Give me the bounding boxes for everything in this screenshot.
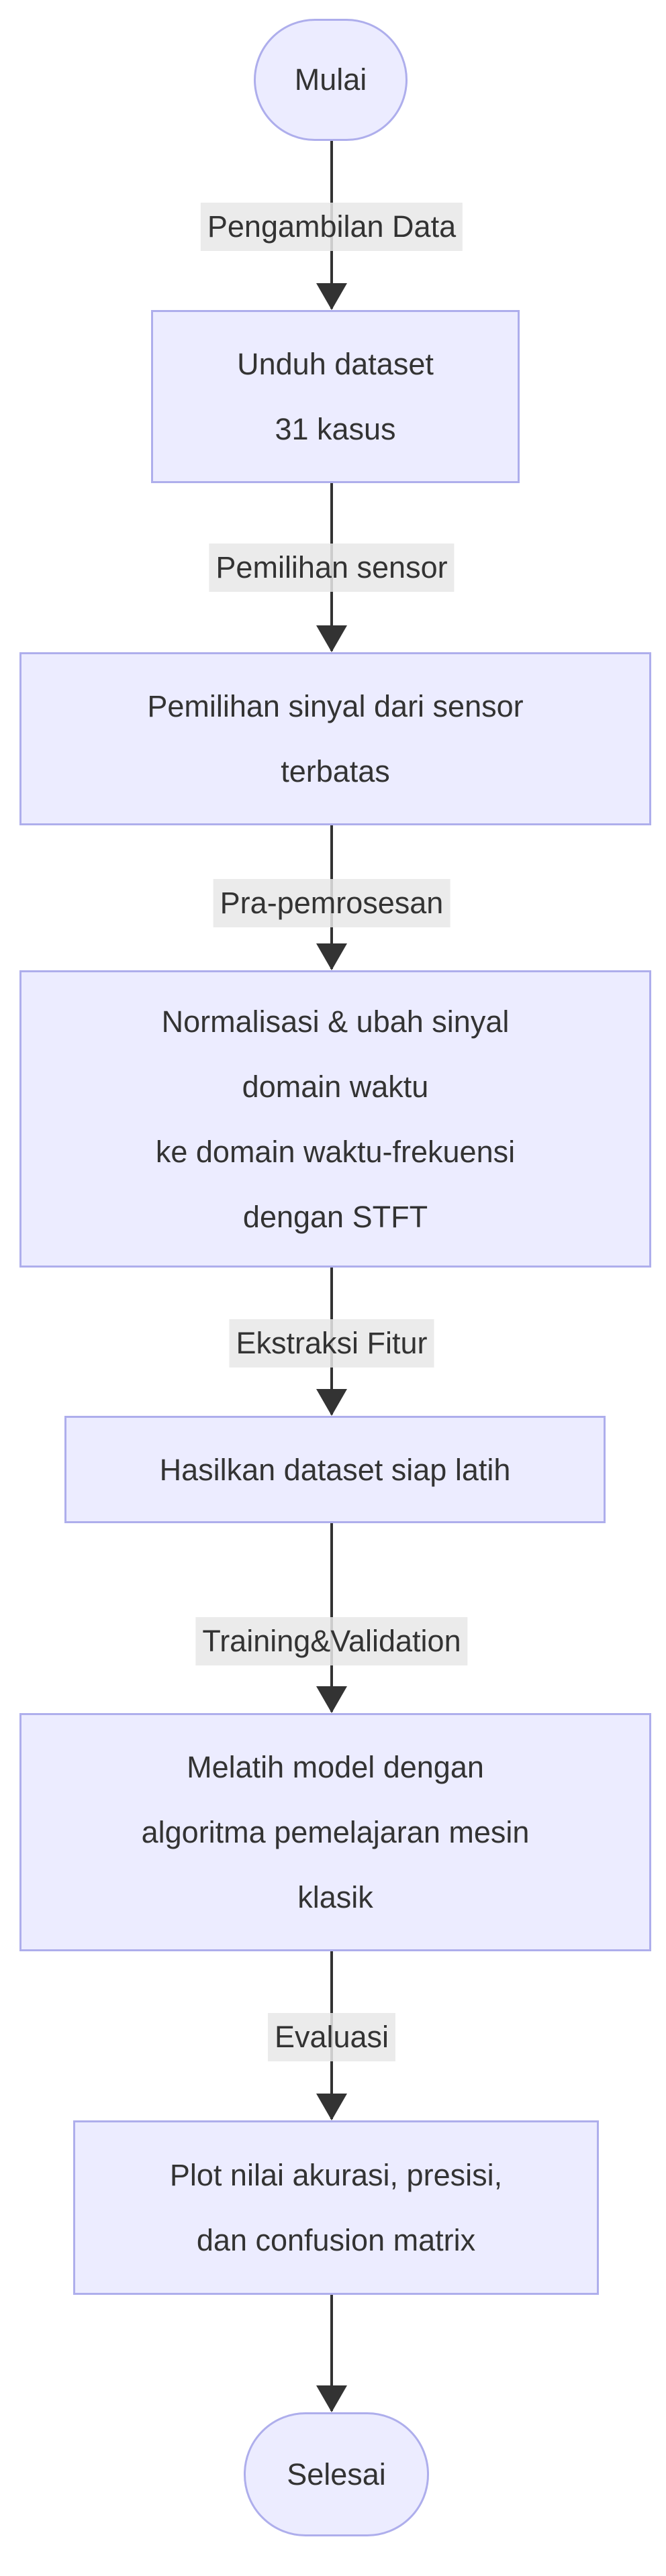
edge-label-pra-pemrosesan: Pra-pemrosesan	[213, 879, 450, 927]
node-end-selesai: Selesai	[244, 2412, 429, 2536]
node-unduh-dataset: Unduh dataset 31 kasus	[151, 310, 520, 483]
node-text-line: terbatas	[281, 754, 390, 788]
node-start-mulai: Mulai	[254, 19, 408, 141]
node-text-line: ke domain waktu-frekuensi	[155, 1134, 516, 1169]
node-text-line: Melatih model dengan	[187, 1750, 484, 1784]
node-text-line: Plot nilai akurasi, presisi,	[169, 2158, 503, 2192]
arrowhead-icon-start-p1	[316, 283, 347, 310]
arrowhead-icon-p1-p2	[316, 625, 347, 652]
node-pemilihan-sinyal: Pemilihan sinyal dari sensor terbatas	[19, 652, 651, 825]
edge-label-evaluasi: Evaluasi	[267, 2013, 396, 2061]
arrowhead-icon-p3-p4	[316, 1389, 347, 1416]
edge-line-p6-end	[330, 2295, 333, 2411]
node-text-line: algoritma pemelajaran mesin	[141, 1815, 530, 1849]
node-normalisasi-stft: Normalisasi & ubah sinyal domain waktu k…	[19, 970, 651, 1268]
node-text-line: Normalisasi & ubah sinyal	[161, 1004, 510, 1039]
arrowhead-icon-p6-end	[316, 2385, 347, 2412]
node-melatih-model: Melatih model dengan algoritma pemelajar…	[19, 1713, 651, 1951]
node-text-line: klasik	[297, 1880, 373, 1914]
edge-label-ekstraksi-fitur: Ekstraksi Fitur	[229, 1319, 434, 1368]
arrowhead-icon-p4-p5	[316, 1686, 347, 1713]
node-hasilkan-dataset: Hasilkan dataset siap latih	[64, 1416, 606, 1523]
node-text-line: dan confusion matrix	[196, 2223, 476, 2257]
arrowhead-icon-p5-p6	[316, 2094, 347, 2120]
node-text-line: dengan STFT	[242, 1199, 428, 1234]
edge-label-pengambilan-data: Pengambilan Data	[200, 203, 463, 251]
node-text-line: Unduh dataset	[237, 347, 434, 381]
node-text-line: Hasilkan dataset siap latih	[159, 1452, 511, 1487]
node-start-label: Mulai	[294, 62, 367, 97]
node-text-line: 31 kasus	[275, 412, 396, 446]
node-end-label: Selesai	[287, 2457, 386, 2491]
edge-label-pemilihan-sensor: Pemilihan sensor	[209, 544, 455, 592]
node-text-line: Pemilihan sinyal dari sensor	[147, 689, 524, 723]
edge-label-training-validation: Training&Validation	[195, 1617, 468, 1665]
node-text-line: domain waktu	[242, 1069, 429, 1104]
arrowhead-icon-p2-p3	[316, 943, 347, 970]
node-plot-evaluasi: Plot nilai akurasi, presisi, dan confusi…	[73, 2120, 599, 2295]
